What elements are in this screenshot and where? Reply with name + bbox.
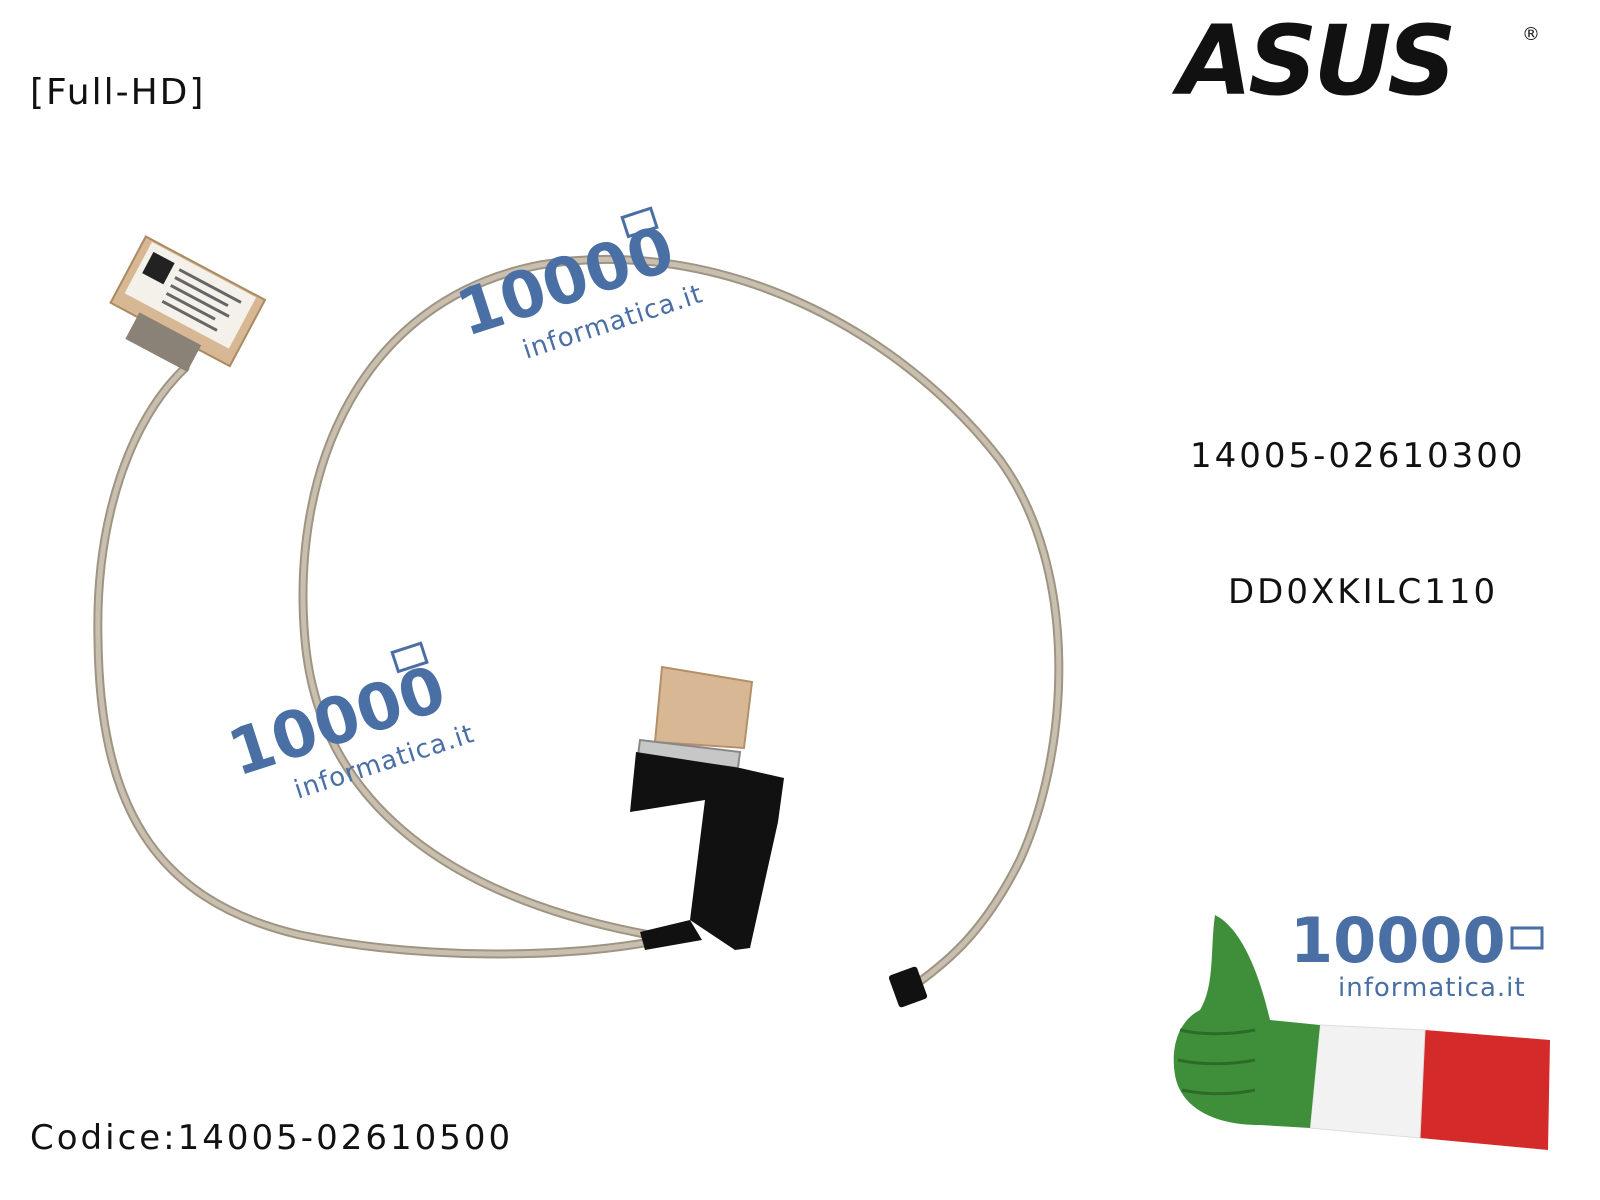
- badge-laptop-icon: [1510, 926, 1544, 950]
- connector-flex: [125, 312, 202, 372]
- qr-code-icon: [142, 251, 175, 285]
- registered-mark: ®: [1522, 24, 1540, 45]
- sticker-line: [165, 292, 216, 321]
- cable-wire-loop: [298, 254, 1064, 990]
- laptop-icon: [390, 641, 429, 674]
- variant-label: [Full-HD]: [30, 72, 206, 113]
- product-code: Codice:14005-02610500: [30, 1118, 514, 1158]
- sticker-line: [178, 268, 242, 304]
- board-connector-black-shield: [630, 752, 784, 950]
- lvds-cable: [93, 254, 1064, 990]
- asus-logo: ASUS ®: [1171, 5, 1540, 117]
- sticker-line: [170, 284, 230, 318]
- cable-wire-loop-highlight: [300, 256, 1062, 988]
- flag-white-band: [1309, 1024, 1426, 1139]
- cable-wire-left: [93, 363, 655, 959]
- sticker-line: [174, 276, 229, 307]
- part-number-primary: 14005-02610300: [1190, 436, 1526, 476]
- badge-domain: informatica.it: [1338, 973, 1526, 1003]
- asus-logo-text: ASUS: [1171, 5, 1453, 117]
- small-connector: [888, 966, 928, 1008]
- sticker-line: [161, 300, 218, 332]
- watermark-middle: 10000 informatica.it: [220, 641, 478, 805]
- flag-red-band: [1420, 1030, 1550, 1150]
- thumb-hand-green: [1173, 915, 1320, 1128]
- board-connector-tape: [653, 665, 754, 750]
- board-connector: [630, 665, 784, 950]
- finger-lines: [1177, 1028, 1256, 1096]
- small-connector-plug: [888, 966, 928, 1008]
- laptop-icon: [620, 206, 659, 239]
- panel-connector: [109, 235, 267, 372]
- part-number-secondary: DD0XKILC110: [1228, 572, 1499, 612]
- badge-number: 10000: [1290, 904, 1506, 977]
- watermark-top: 10000 informatica.it: [448, 206, 707, 366]
- italy-thumbs-up-badge: 10000 informatica.it: [1173, 904, 1550, 1150]
- cable-wire-left-highlight: [95, 365, 653, 957]
- board-connector-tail: [640, 920, 702, 950]
